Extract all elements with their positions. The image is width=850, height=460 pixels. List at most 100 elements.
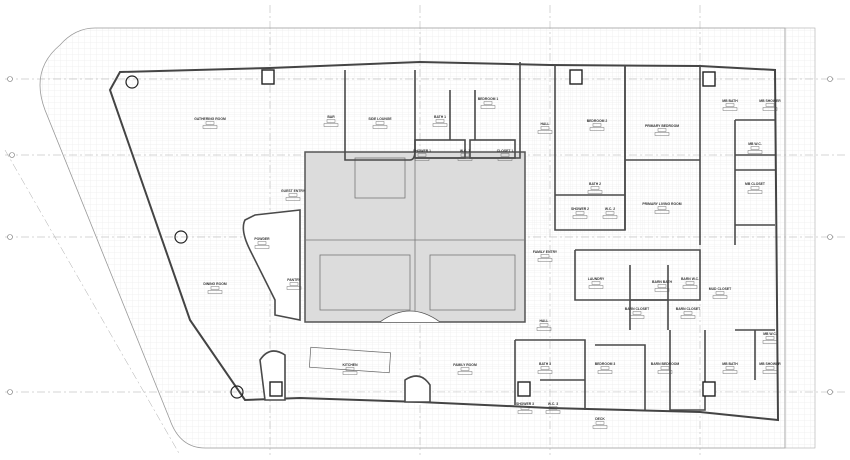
room-tag	[540, 366, 550, 370]
room-area-tag	[537, 130, 553, 134]
room-tag	[600, 366, 610, 370]
room-area-tag	[457, 371, 473, 375]
room-label: BEDROOM 3	[595, 362, 616, 366]
room-area-tag	[657, 370, 673, 374]
room-area-tag	[588, 285, 604, 289]
room-tag	[685, 281, 695, 285]
room-tag	[591, 281, 601, 285]
room-tag	[375, 121, 385, 125]
room-label: POWDER	[254, 237, 270, 241]
room-area-tag	[207, 290, 223, 294]
room-label: MB SHOWER	[759, 99, 781, 103]
grid-bubbles	[7, 76, 833, 395]
room-tag	[483, 101, 493, 105]
room-tag	[590, 186, 600, 190]
room-area-tag	[545, 410, 561, 414]
room-tag	[540, 126, 550, 130]
room-label: MB BATH	[722, 362, 738, 366]
room-tag	[632, 311, 642, 315]
kitchen-island	[309, 346, 391, 374]
room-tag	[575, 211, 585, 215]
room-label: BARN CLOSET	[676, 307, 701, 311]
room-area-tag	[682, 285, 698, 289]
room-label: BARN CLOSET	[625, 307, 650, 311]
room-area-tag	[536, 327, 552, 331]
room-label: MUD CLOSET	[709, 287, 732, 291]
room-area-tag	[654, 210, 670, 214]
room-area-tag	[592, 425, 608, 429]
room-label: BARN BATH	[652, 280, 672, 284]
room-area-tag	[414, 157, 430, 161]
room-area-tag	[589, 127, 605, 131]
room-label: SHOWER 2	[571, 207, 589, 211]
room-label: DECK	[595, 417, 605, 421]
room-label: MB SHOWER	[759, 362, 781, 366]
room-label: HALL	[539, 319, 548, 323]
room-label: BARN W.C.	[681, 277, 699, 281]
room-area-tag	[747, 190, 763, 194]
room-tag	[417, 153, 427, 157]
right-terrace	[784, 27, 816, 449]
interior-walls	[242, 62, 775, 411]
room-label: GUEST ENTRY	[281, 189, 306, 193]
room-tag	[660, 366, 670, 370]
room-tag	[657, 284, 667, 288]
room-area-tag	[537, 258, 553, 262]
room-area-tag	[286, 286, 302, 290]
room-area-tag	[597, 370, 613, 374]
room-label: KITCHEN	[342, 363, 358, 367]
room-label: FAMILY ENTRY	[533, 250, 558, 254]
room-label: BARN BEDROOM	[651, 362, 680, 366]
room-tag	[683, 311, 693, 315]
room-tag	[205, 121, 215, 125]
room-area-tag	[762, 340, 778, 344]
room-area-tag	[629, 315, 645, 319]
room-tag	[595, 421, 605, 425]
room-tag	[605, 211, 615, 215]
room-area-tag	[722, 370, 738, 374]
room-area-tag	[654, 288, 670, 292]
room-label: MB W.C.	[763, 332, 777, 336]
room-tag	[257, 241, 267, 245]
room-label: LAUNDRY	[588, 277, 605, 281]
room-label: PANTRY	[287, 278, 301, 282]
room-label: DINING ROOM	[203, 282, 227, 286]
room-label: PRIMARY LIVING ROOM	[642, 202, 681, 206]
room-label: HALL	[540, 122, 549, 126]
shafts	[261, 69, 716, 397]
room-tag	[435, 119, 445, 123]
room-label: SHOWER 3	[516, 402, 534, 406]
room-label: BEDROOM 2	[587, 119, 608, 123]
room-area-tag	[537, 370, 553, 374]
room-tag	[326, 119, 336, 123]
room-area-tag	[572, 215, 588, 219]
room-area-tag	[762, 370, 778, 374]
room-label: PRIMARY BEDROOM	[645, 124, 679, 128]
room-area-tag	[517, 410, 533, 414]
room-label: CLOSET 1	[497, 149, 514, 153]
room-area-tag	[680, 315, 696, 319]
room-area-tag	[202, 125, 218, 129]
room-area-tag	[372, 125, 388, 129]
room-label: BATH 1	[434, 115, 446, 119]
room-tag	[539, 323, 549, 327]
room-tag	[460, 153, 470, 157]
room-area-tag	[285, 197, 301, 201]
room-area-tag	[712, 295, 728, 299]
room-area-tag	[432, 123, 448, 127]
room-tag	[540, 254, 550, 258]
room-area-tag	[254, 245, 270, 249]
room-area-tag	[722, 107, 738, 111]
room-tag	[288, 193, 298, 197]
room-area-tag	[747, 150, 763, 154]
room-tag	[289, 282, 299, 286]
room-label: W.C. 2	[605, 207, 615, 211]
room-label: SIDE LOUNGE	[368, 117, 392, 121]
room-label: MB CLOSET	[745, 182, 766, 186]
columns	[125, 75, 244, 399]
room-area-tag	[587, 190, 603, 194]
room-area-tag	[762, 107, 778, 111]
room-label: BAR	[327, 115, 335, 119]
